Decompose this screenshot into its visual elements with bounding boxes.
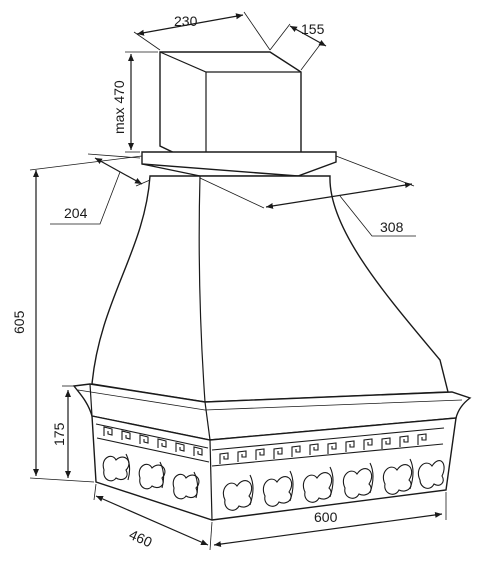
dim-duct-width: 230 bbox=[133, 11, 271, 51]
base-band bbox=[91, 415, 457, 521]
dim-label-collar-width: 308 bbox=[380, 219, 404, 235]
dim-duct-depth: 155 bbox=[269, 21, 327, 71]
duct-box bbox=[159, 51, 302, 169]
dim-label-base-width: 600 bbox=[314, 509, 338, 525]
hood-cornice bbox=[72, 383, 472, 441]
dim-label-base-depth: 460 bbox=[127, 526, 155, 550]
dim-collar-depth: 204 bbox=[50, 153, 151, 225]
dim-label-total-height: 605 bbox=[11, 310, 27, 334]
floral-ornament-front bbox=[222, 458, 445, 511]
hood-canopy bbox=[91, 175, 449, 403]
dim-base-width: 600 bbox=[213, 492, 447, 548]
dim-total-height: 605 bbox=[11, 155, 143, 483]
dim-label-duct-depth: 155 bbox=[301, 21, 325, 37]
collar-plate bbox=[141, 151, 337, 177]
dim-label-collar-depth: 204 bbox=[64, 205, 88, 221]
dim-label-base-height: 175 bbox=[51, 422, 67, 446]
dim-collar-width: 308 bbox=[199, 155, 416, 237]
dim-duct-height: max 470 bbox=[111, 51, 158, 153]
dim-base-height: 175 bbox=[51, 385, 74, 478]
dim-label-duct-width: 230 bbox=[174, 13, 198, 29]
dim-label-duct-height: max 470 bbox=[111, 80, 127, 134]
